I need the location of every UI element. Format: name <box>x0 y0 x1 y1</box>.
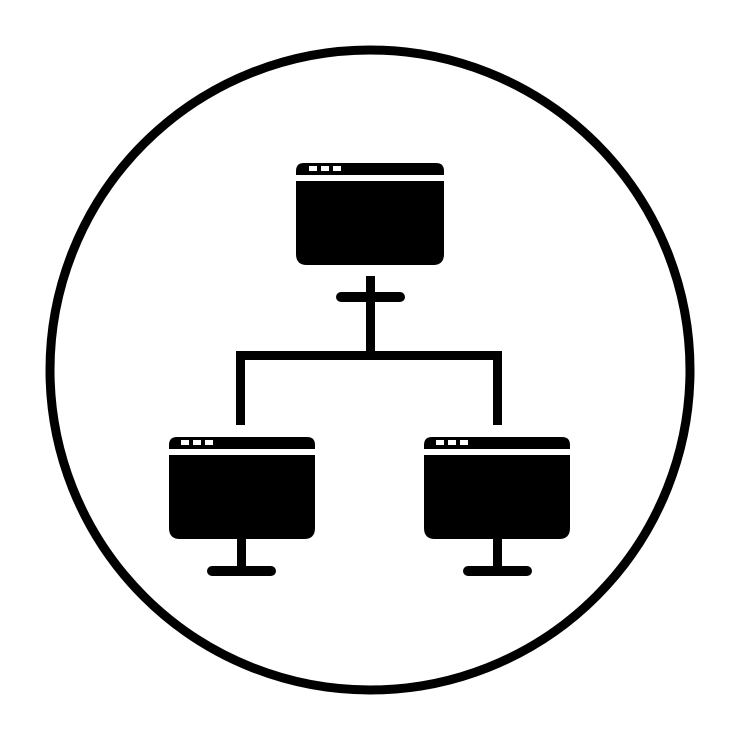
root-window-titlebar <box>296 163 444 175</box>
root-connector-stem <box>366 276 375 356</box>
left-monitor-dot <box>181 440 189 445</box>
outer-ring <box>45 45 695 695</box>
left-monitor-icon <box>169 437 315 576</box>
right-monitor-titlebar <box>424 437 570 449</box>
root-window-dot <box>321 166 329 171</box>
root-window-icon <box>296 163 444 265</box>
left-monitor-dot <box>205 440 213 445</box>
right-monitor-dot <box>436 440 444 445</box>
left-monitor-dot <box>193 440 201 445</box>
left-monitor-titlebar <box>169 437 315 449</box>
right-branch-drop <box>493 351 502 425</box>
right-monitor-base <box>463 566 532 576</box>
left-monitor-screen <box>169 455 315 539</box>
right-monitor-icon <box>424 437 570 576</box>
right-monitor-dot <box>448 440 456 445</box>
root-window-dot <box>333 166 341 171</box>
left-monitor-neck <box>237 539 246 567</box>
left-branch-drop <box>236 351 245 425</box>
root-connector-bar <box>336 292 405 302</box>
left-monitor-base <box>207 566 276 576</box>
root-window-body <box>296 181 444 265</box>
right-monitor-screen <box>424 455 570 539</box>
right-monitor-neck <box>493 539 502 567</box>
root-window-dot <box>309 166 317 171</box>
branch-bus <box>236 351 502 360</box>
right-monitor-dot <box>460 440 468 445</box>
